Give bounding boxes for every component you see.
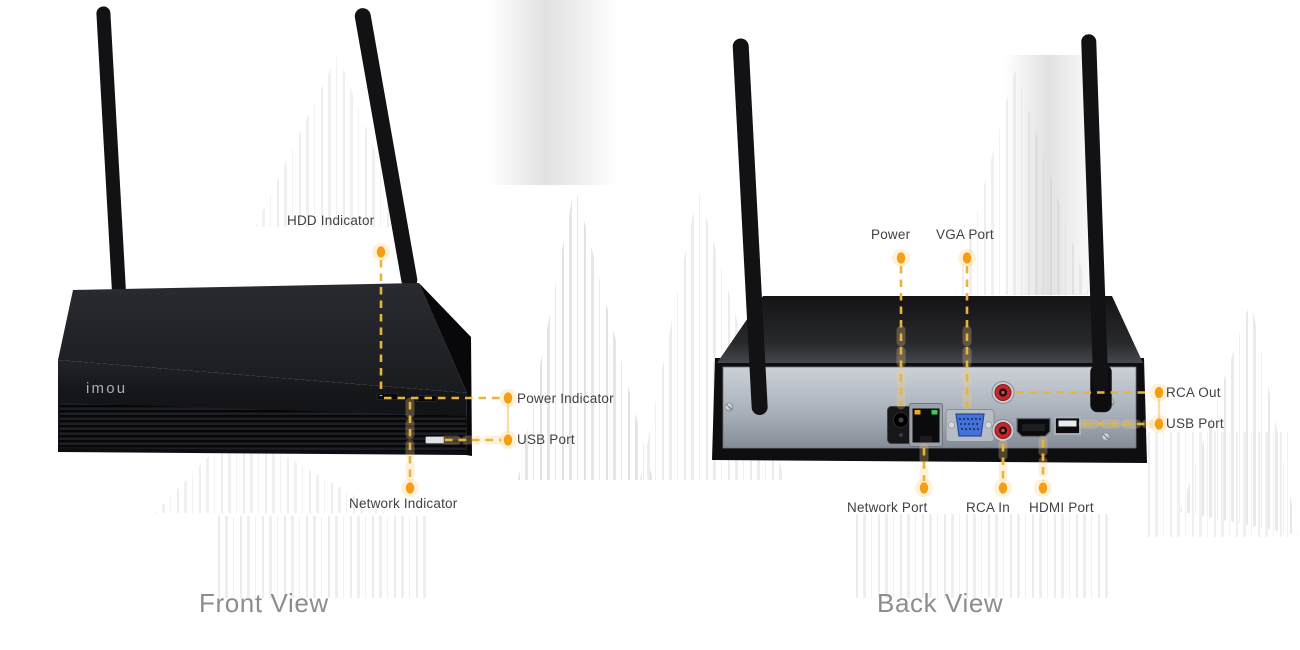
front-usb-slot	[425, 436, 445, 444]
label-back-usb-port: USB Port	[1166, 416, 1224, 431]
label-back-power: Power	[871, 227, 911, 242]
label-network-port: Network Port	[847, 500, 928, 515]
back-device-top-face	[717, 296, 1143, 363]
label-hdmi-port: HDMI Port	[1029, 500, 1094, 515]
back-left-antenna	[732, 38, 768, 416]
front-left-antenna	[96, 6, 126, 297]
vga-port-dot	[962, 252, 972, 264]
back-view-caption: Back View	[877, 588, 1004, 618]
rca-in-dot	[998, 482, 1008, 494]
label-vga-port: VGA Port	[936, 227, 994, 242]
label-front-usb-port: USB Port	[517, 432, 575, 447]
ethernet-port-graphic	[909, 403, 943, 447]
back-usb-port-graphic	[1054, 416, 1081, 435]
network-indicator-dot	[405, 482, 415, 494]
rca-in-jack-graphic	[991, 419, 1015, 442]
front-right-antenna	[354, 8, 418, 289]
back-usb-dot	[1154, 418, 1164, 430]
front-device-vent-ridges	[59, 403, 466, 451]
back-device	[712, 34, 1147, 463]
vga-port-graphic	[945, 409, 995, 442]
label-hdd-indicator: HDD Indicator	[287, 213, 375, 228]
callout-lines	[372, 243, 1168, 497]
label-network-indicator: Network Indicator	[349, 496, 458, 511]
rca-out-jack-graphic	[991, 381, 1015, 404]
hdmi-port-dot	[1038, 482, 1048, 494]
hdmi-port-graphic	[1016, 417, 1051, 438]
back-power-dot	[896, 252, 906, 264]
back-right-antenna	[1081, 34, 1109, 395]
front-device: imou	[58, 6, 472, 456]
network-port-dot	[919, 482, 929, 494]
imou-logo: imou	[86, 380, 127, 397]
label-power-indicator: Power Indicator	[517, 391, 614, 406]
label-rca-in: RCA In	[966, 500, 1010, 515]
front-device-side-face	[419, 283, 472, 456]
front-usb-dot	[503, 434, 513, 446]
front-view-caption: Front View	[199, 588, 329, 618]
power-indicator-dot	[503, 392, 513, 404]
front-device-top-face	[58, 283, 467, 393]
rca-out-dot	[1154, 386, 1164, 399]
hdd-indicator-dot	[376, 246, 386, 258]
label-rca-out: RCA Out	[1166, 385, 1221, 400]
